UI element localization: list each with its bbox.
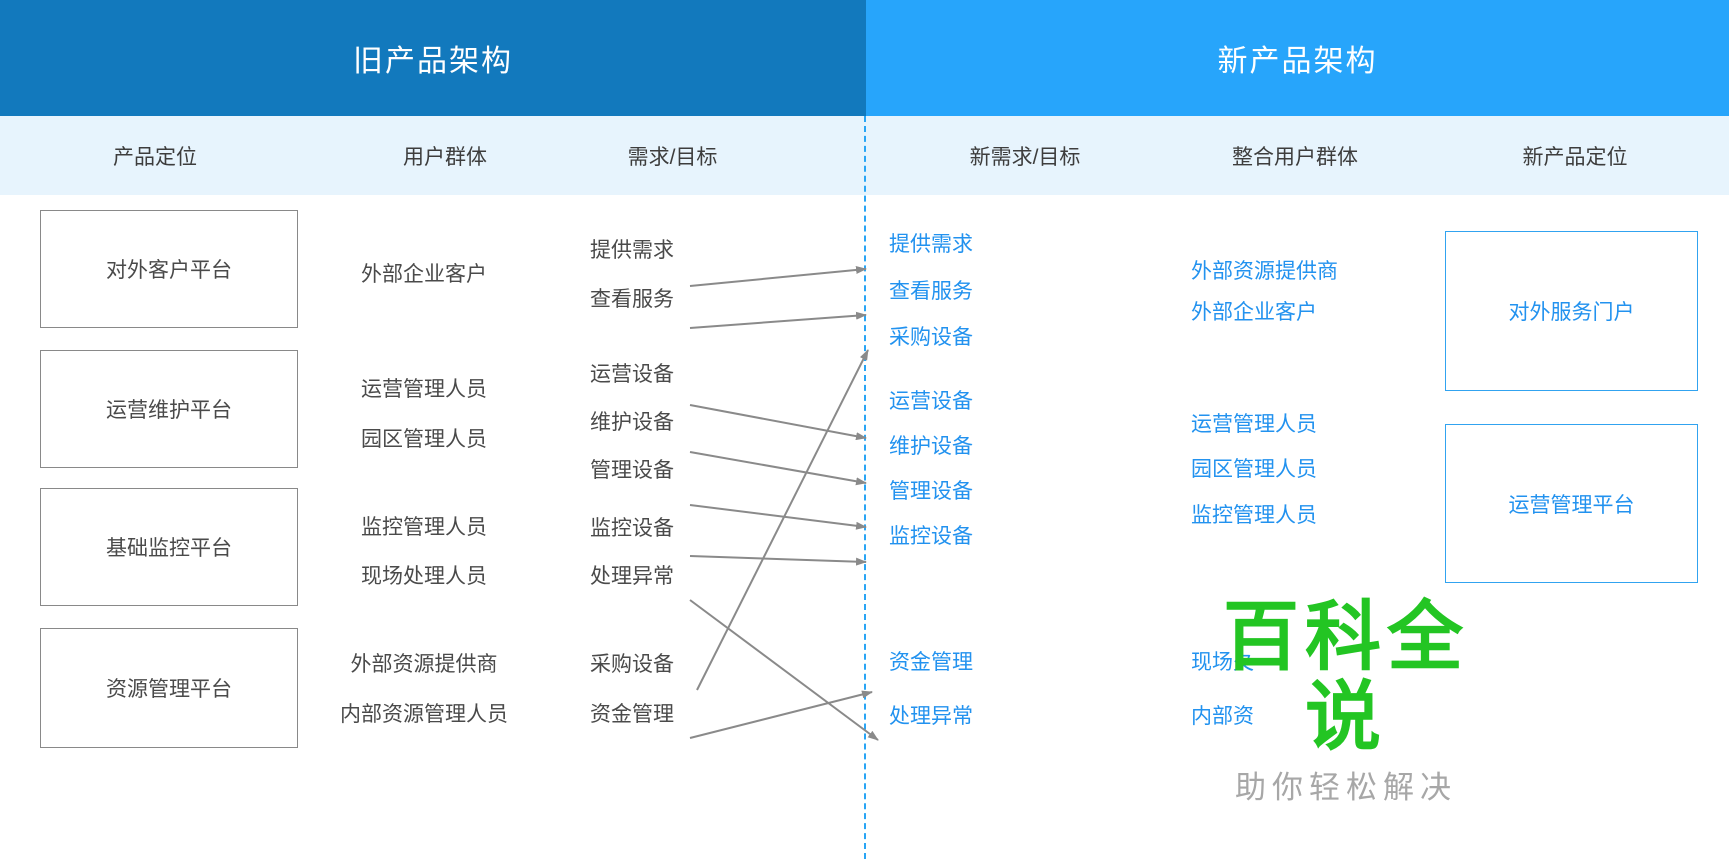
new-platform-box-1[interactable]: 对外服务门户 [1445,231,1698,391]
old-user-group-2: 运营管理人员 [361,378,487,401]
new-need-7: 监控设备 [889,525,973,548]
merged-user-group-6: 现场夂 [1191,651,1254,674]
new-platform-label-1: 对外服务门户 [1508,301,1635,324]
old-user-group-1: 外部企业客户 [361,263,487,286]
column-header-new-needs: 新需求/目标 [969,145,1081,169]
arrow-maintain-device [689,451,867,486]
old-need-1: 提供需求 [590,239,674,262]
old-need-4: 维护设备 [590,411,674,434]
watermark-main-text: 百科全说 [1223,595,1469,760]
merged-user-group-2: 外部企业客户 [1191,301,1317,324]
old-need-9: 资金管理 [590,703,674,726]
arrow-provide-demand [689,265,867,287]
old-platform-label-1: 对外客户平台 [106,259,232,282]
arrow-fund-management [689,690,873,739]
column-header-merged-users: 整合用户群体 [1232,145,1358,169]
old-need-5: 管理设备 [590,459,674,482]
arrow-view-service [689,311,867,329]
old-need-3: 运营设备 [590,363,674,386]
old-platform-label-2: 运营维护平台 [106,399,232,422]
merged-user-group-4: 园区管理人员 [1191,458,1317,481]
old-need-2: 查看服务 [590,288,674,311]
old-need-7: 处理异常 [590,565,674,588]
column-header-old-users: 用户群体 [403,145,487,169]
banner-old-architecture: 旧产品架构 [0,0,866,116]
merged-user-group-3: 运营管理人员 [1191,413,1317,436]
banner-new-architecture: 新产品架构 [866,0,1729,116]
old-platform-box-4[interactable]: 资源管理平台 [40,628,298,748]
new-need-6: 管理设备 [889,480,973,503]
new-need-2: 查看服务 [889,280,973,303]
new-platform-box-2[interactable]: 运营管理平台 [1445,424,1698,583]
new-need-8: 资金管理 [889,651,973,674]
new-need-3: 采购设备 [889,326,973,349]
column-header-old-needs: 需求/目标 [627,145,718,169]
column-header-new-positioning: 新产品定位 [1522,145,1628,169]
old-user-group-5: 现场处理人员 [361,565,487,588]
architecture-divider [864,116,866,859]
old-platform-label-4: 资源管理平台 [106,678,232,701]
watermark: 百科全说 助你轻松解决 [1196,598,1496,807]
new-platform-label-2: 运营管理平台 [1508,493,1635,517]
old-user-group-4: 监控管理人员 [361,516,487,539]
old-platform-box-3[interactable]: 基础监控平台 [40,488,298,606]
arrow-monitor-device [689,555,867,566]
old-platform-box-2[interactable]: 运营维护平台 [40,350,298,468]
merged-user-group-7: 内部资 [1191,705,1254,728]
arrow-operate-device [689,404,867,441]
old-user-group-3: 园区管理人员 [361,428,487,451]
merged-user-group-1: 外部资源提供商 [1191,260,1338,283]
arrow-handle-exception [689,599,879,741]
watermark-sub-text: 助你轻松解决 [1235,769,1457,805]
merged-user-group-5: 监控管理人员 [1191,504,1317,527]
arrow-manage-device [689,504,867,530]
arrow-purchase-device [696,349,869,691]
old-need-8: 采购设备 [590,653,674,676]
new-need-1: 提供需求 [889,233,973,256]
banner-new-title: 新产品架构 [1217,45,1378,78]
old-platform-label-3: 基础监控平台 [106,537,232,560]
column-header-old-positioning: 产品定位 [113,145,197,169]
old-user-group-6: 外部资源提供商 [350,653,498,676]
banner-old-title: 旧产品架构 [353,45,513,78]
new-need-4: 运营设备 [889,390,973,413]
old-platform-box-1[interactable]: 对外客户平台 [40,210,298,328]
old-user-group-7: 内部资源管理人员 [340,703,508,726]
new-need-5: 维护设备 [889,435,973,458]
new-need-9: 处理异常 [889,705,973,728]
old-need-6: 监控设备 [590,517,674,540]
